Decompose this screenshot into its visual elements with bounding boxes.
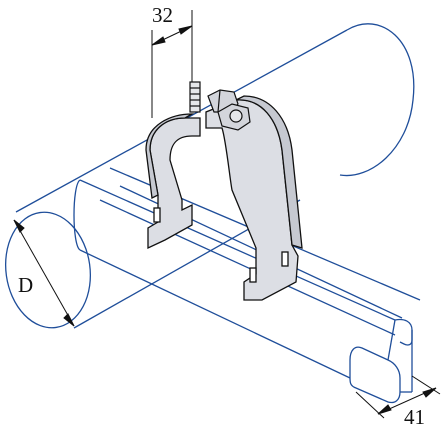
pipe-far-end (339, 23, 415, 177)
clamp-front-half (205, 95, 303, 301)
arrowhead-right (178, 25, 193, 35)
arrowhead-left (151, 36, 166, 46)
arrowhead-d-bottom (63, 313, 75, 327)
strut-near-end (73, 179, 81, 251)
label-41: 41 (404, 405, 425, 429)
dimension-width-top (151, 10, 193, 118)
dimension-diameter (13, 219, 75, 327)
extension-line-b (411, 375, 441, 395)
dimension-channel-width (355, 375, 441, 419)
label-d: D (18, 273, 33, 297)
arrowhead-41-left (377, 404, 392, 415)
bolt-assembly (189, 81, 251, 131)
clamp-back-half (145, 113, 201, 250)
label-32: 32 (152, 3, 173, 27)
pipe-near-end (4, 211, 92, 329)
extension-line-a (355, 391, 385, 419)
strut-profile (349, 346, 401, 404)
arrowhead-d-top (13, 219, 25, 233)
arrowhead-41-right (422, 387, 437, 398)
pipe (4, 23, 415, 329)
